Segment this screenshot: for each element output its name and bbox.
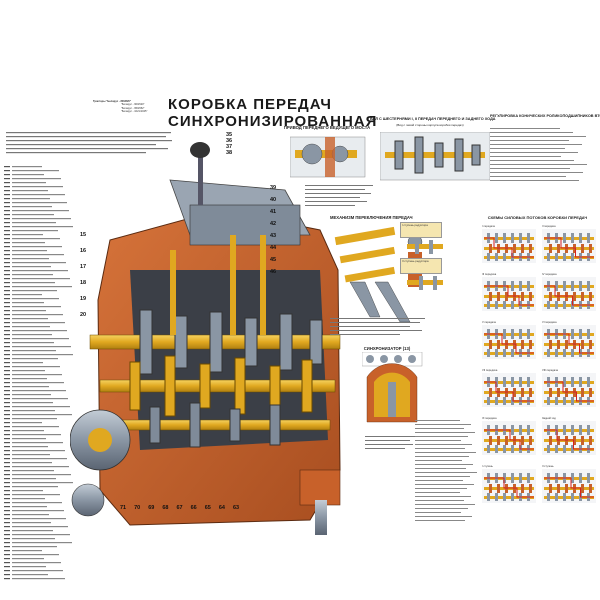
callouts-left: 15 16 17 18 19 20: [80, 232, 100, 328]
shift-stage-1-label: I ступень редуктора: [402, 223, 428, 227]
shift-stage-2: II ступень редуктора: [400, 258, 442, 274]
callout: 70: [134, 505, 141, 511]
callout: 17: [80, 264, 87, 270]
flow-scheme-drawing: [482, 421, 536, 455]
description-text: [415, 420, 477, 521]
callout: 42: [270, 221, 277, 227]
shift-notes: [330, 318, 425, 335]
flows-heading: СХЕМЫ СИЛОВЫХ ПОТОКОВ КОРОБКИ ПЕРЕДАЧ: [487, 215, 588, 220]
callout: 69: [148, 505, 155, 511]
callout: 18: [80, 280, 87, 286]
flow-scheme-cell: I ступень: [482, 465, 536, 503]
callouts-top: 35 36 37 38: [226, 132, 276, 156]
callout: 39: [270, 185, 277, 191]
flow-scheme-label: VI передача: [542, 321, 557, 324]
callout: 36: [226, 138, 233, 144]
parts-legend-list: [4, 166, 73, 580]
gear-shaft-drawing: [380, 132, 490, 181]
flow-scheme-label: III передача: [482, 273, 497, 276]
flow-scheme-cell: IX передача: [482, 417, 536, 455]
shift-stage-1: I ступень редуктора: [400, 222, 442, 238]
intro-text-block: [6, 132, 172, 154]
flow-scheme-cell: II ступень: [542, 465, 596, 503]
flow-scheme-drawing: [482, 277, 536, 311]
flow-scheme-label: V передача: [482, 321, 496, 324]
flow-scheme-drawing: [482, 229, 536, 263]
flow-scheme-label: Задний ход: [542, 417, 556, 420]
bevel-heading: РЕГУЛИРОВКА КОНИЧЕСКИХ РОЛИКОПОДШИПНИКОВ…: [490, 114, 600, 118]
flow-scheme-cell: VI передача: [542, 321, 596, 359]
flow-scheme-cell: VII передача: [482, 369, 536, 407]
flow-scheme-label: II ступень: [542, 465, 554, 468]
flow-scheme-label: I ступень: [482, 465, 493, 468]
front-axle-drawing: [290, 136, 366, 178]
callout: 64: [218, 505, 225, 511]
flow-scheme-cell: Задний ход: [542, 417, 596, 455]
gearbox-cutaway: [70, 142, 341, 535]
flow-scheme-drawing: [482, 325, 536, 359]
callouts-right: 39 40 41 42 43 44 45 46: [270, 185, 290, 281]
callout: 66: [190, 505, 197, 511]
flow-scheme-cell: II передача: [542, 225, 596, 263]
callout: 15: [80, 232, 87, 238]
flow-scheme-cell: IV передача: [542, 273, 596, 311]
callout: 16: [80, 248, 87, 254]
callout: 44: [270, 245, 277, 251]
gears-subheading: (Вид с левой стороны корпуса коробки пер…: [396, 123, 464, 127]
callout: 41: [270, 209, 277, 215]
flow-scheme-drawing: [542, 421, 596, 455]
flow-scheme-cell: VIII передача: [542, 369, 596, 407]
callout: 20: [80, 312, 87, 318]
tractor-line: "Беларус - 950/952": [121, 106, 145, 110]
shift-stage-1-drawing: [407, 240, 443, 254]
shift-stage-2-label: II ступень редуктора: [402, 259, 429, 263]
flow-scheme-label: VIII передача: [542, 369, 558, 372]
synchronizer-drawing: [362, 352, 423, 423]
flow-scheme-drawing: [482, 373, 536, 407]
callout: 40: [270, 197, 277, 203]
flow-scheme-label: IX передача: [482, 417, 497, 420]
flow-scheme-drawing: [542, 469, 596, 503]
callout: 37: [226, 144, 233, 150]
tractor-line: Тракторы "Беларус - 800/820": [93, 100, 132, 103]
tractor-line: "Беларус - 900/920": [121, 103, 145, 107]
bevel-notes: [490, 128, 587, 181]
shift-heading: МЕХАНИЗМ ПЕРЕКЛЮЧЕНИЯ ПЕРЕДАЧ: [330, 215, 413, 220]
callout: 38: [226, 150, 233, 156]
flow-scheme-drawing: [542, 277, 596, 311]
callout: 71: [120, 505, 127, 511]
callout: 46: [270, 269, 277, 275]
callout: 19: [80, 296, 87, 302]
flow-scheme-drawing: [542, 373, 596, 407]
flow-scheme-label: IV передача: [542, 273, 557, 276]
sync-notes: [365, 436, 415, 449]
flow-scheme-cell: III передача: [482, 273, 536, 311]
tractor-models: Тракторы "Беларус - 800/820" "Беларус - …: [93, 100, 173, 114]
flow-scheme-label: VII передача: [482, 369, 498, 372]
front-axle-heading: ПРИВОД ПЕРЕДНЕГО ВЕДУЩЕГО МОСТА: [283, 125, 371, 130]
flow-scheme-drawing: [482, 469, 536, 503]
front-axle-notes: [305, 185, 373, 206]
shift-stage-2-drawing: [407, 276, 443, 290]
callout: 67: [176, 505, 183, 511]
flow-scheme-cell: V передача: [482, 321, 536, 359]
callouts-bottom: 71 70 69 68 67 66 65 64 63: [120, 505, 350, 511]
gears-heading: ВАЛ С ШЕСТЕРНЯМИ I, II ПЕРЕДАЧ ПЕРЕДНЕГО…: [370, 117, 496, 121]
callout: 45: [270, 257, 277, 263]
flow-scheme-label: II передача: [542, 225, 556, 228]
tractor-line: "Беларус - 1021/1025": [121, 110, 148, 114]
flow-scheme-drawing: [542, 229, 596, 263]
callout: 63: [233, 505, 240, 511]
callout: 35: [226, 132, 233, 138]
callout: 65: [204, 505, 211, 511]
callout: 68: [162, 505, 169, 511]
main-title: КОРОБКА ПЕРЕДАЧ СИНХРОНИЗИРОВАННАЯ: [168, 96, 378, 130]
sync-heading: СИНХРОНИЗАТОР (13): [363, 346, 411, 351]
callout: 43: [270, 233, 277, 239]
flow-scheme-cell: I передача: [482, 225, 536, 263]
flow-scheme-drawing: [542, 325, 596, 359]
flow-scheme-label: I передача: [482, 225, 495, 228]
